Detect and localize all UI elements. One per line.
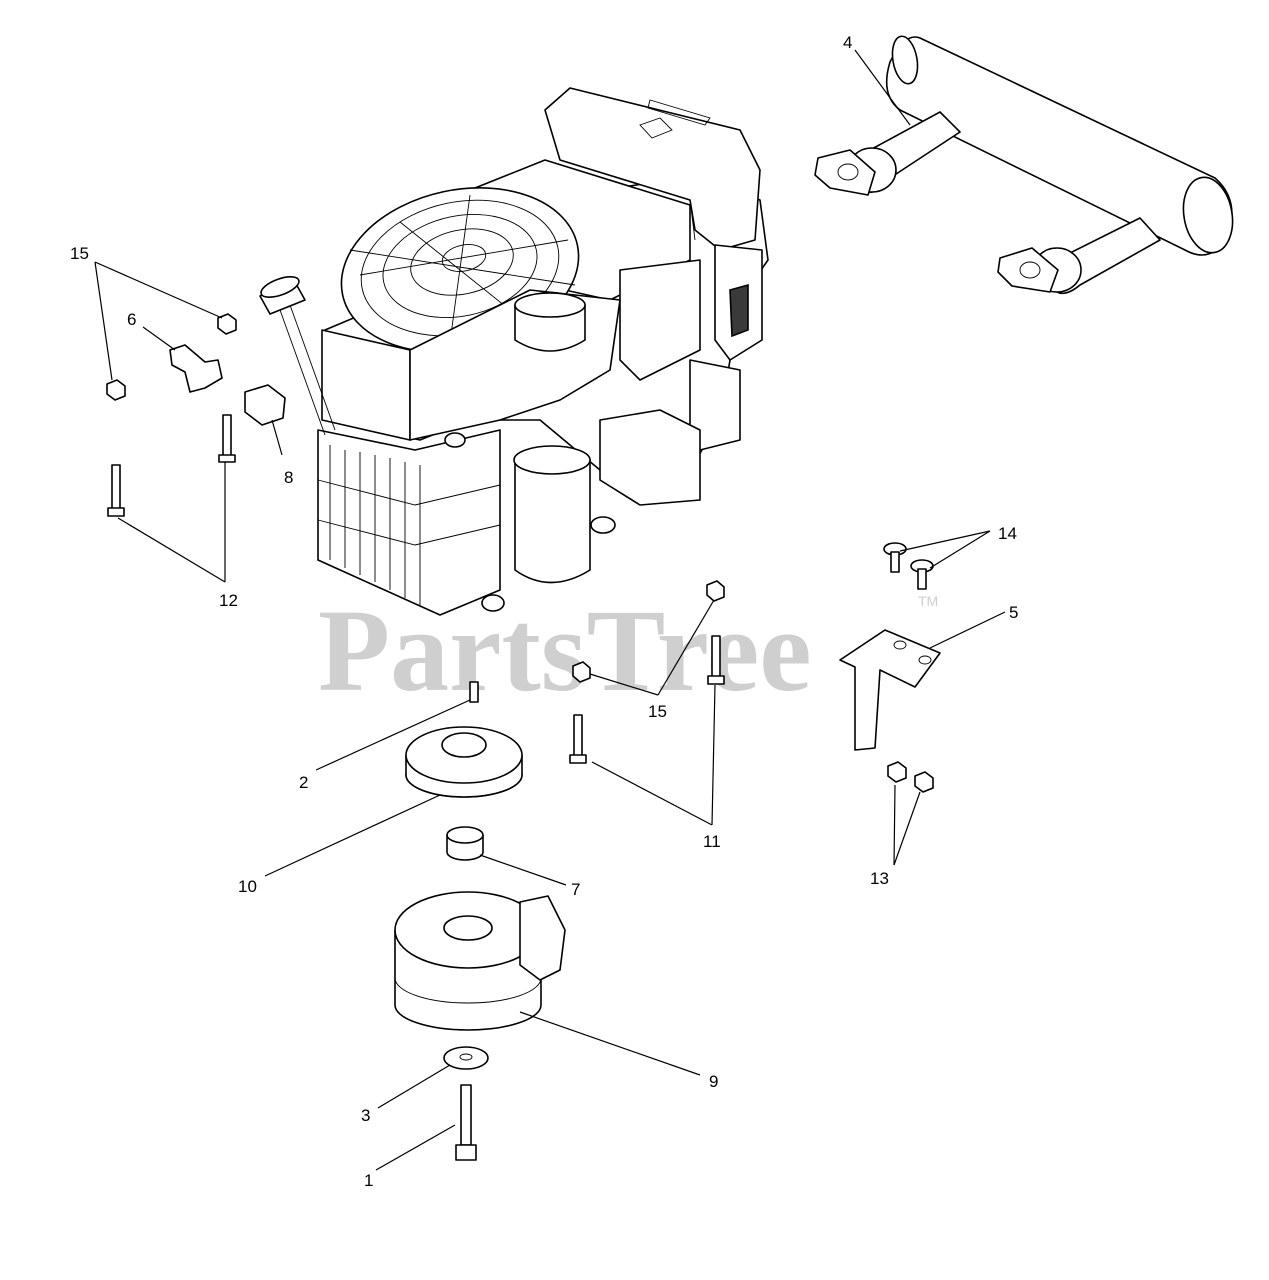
muffler-drawing: [814, 35, 1234, 295]
watermark-text: PartsTree: [318, 585, 812, 716]
callout-4: 4: [843, 33, 852, 52]
callout-15-left: 15: [70, 244, 89, 263]
callout-15-middle: 15: [648, 702, 667, 721]
watermark-trademark: TM: [918, 593, 938, 609]
callout-3: 3: [361, 1106, 370, 1125]
callout-1: 1: [364, 1171, 373, 1190]
callout-5: 5: [1009, 603, 1018, 622]
callout-labels: 4 15 6 8 12 14 5 15 2 11 10 7 13 9 3 1: [70, 33, 1018, 1190]
callout-2: 2: [299, 773, 308, 792]
callout-10: 10: [238, 877, 257, 896]
leader-lines: [94, 49, 1006, 1171]
engine-drawing: [259, 87, 769, 616]
callout-13: 13: [870, 869, 889, 888]
callout-7: 7: [571, 880, 580, 899]
callout-9: 9: [709, 1072, 718, 1091]
callout-6: 6: [127, 310, 136, 329]
callout-11: 11: [703, 832, 721, 851]
callout-14: 14: [998, 524, 1017, 543]
hardware-drawings: [106, 313, 941, 1161]
callout-8: 8: [284, 468, 293, 487]
callout-12: 12: [219, 591, 238, 610]
watermark: PartsTree TM: [318, 585, 938, 716]
